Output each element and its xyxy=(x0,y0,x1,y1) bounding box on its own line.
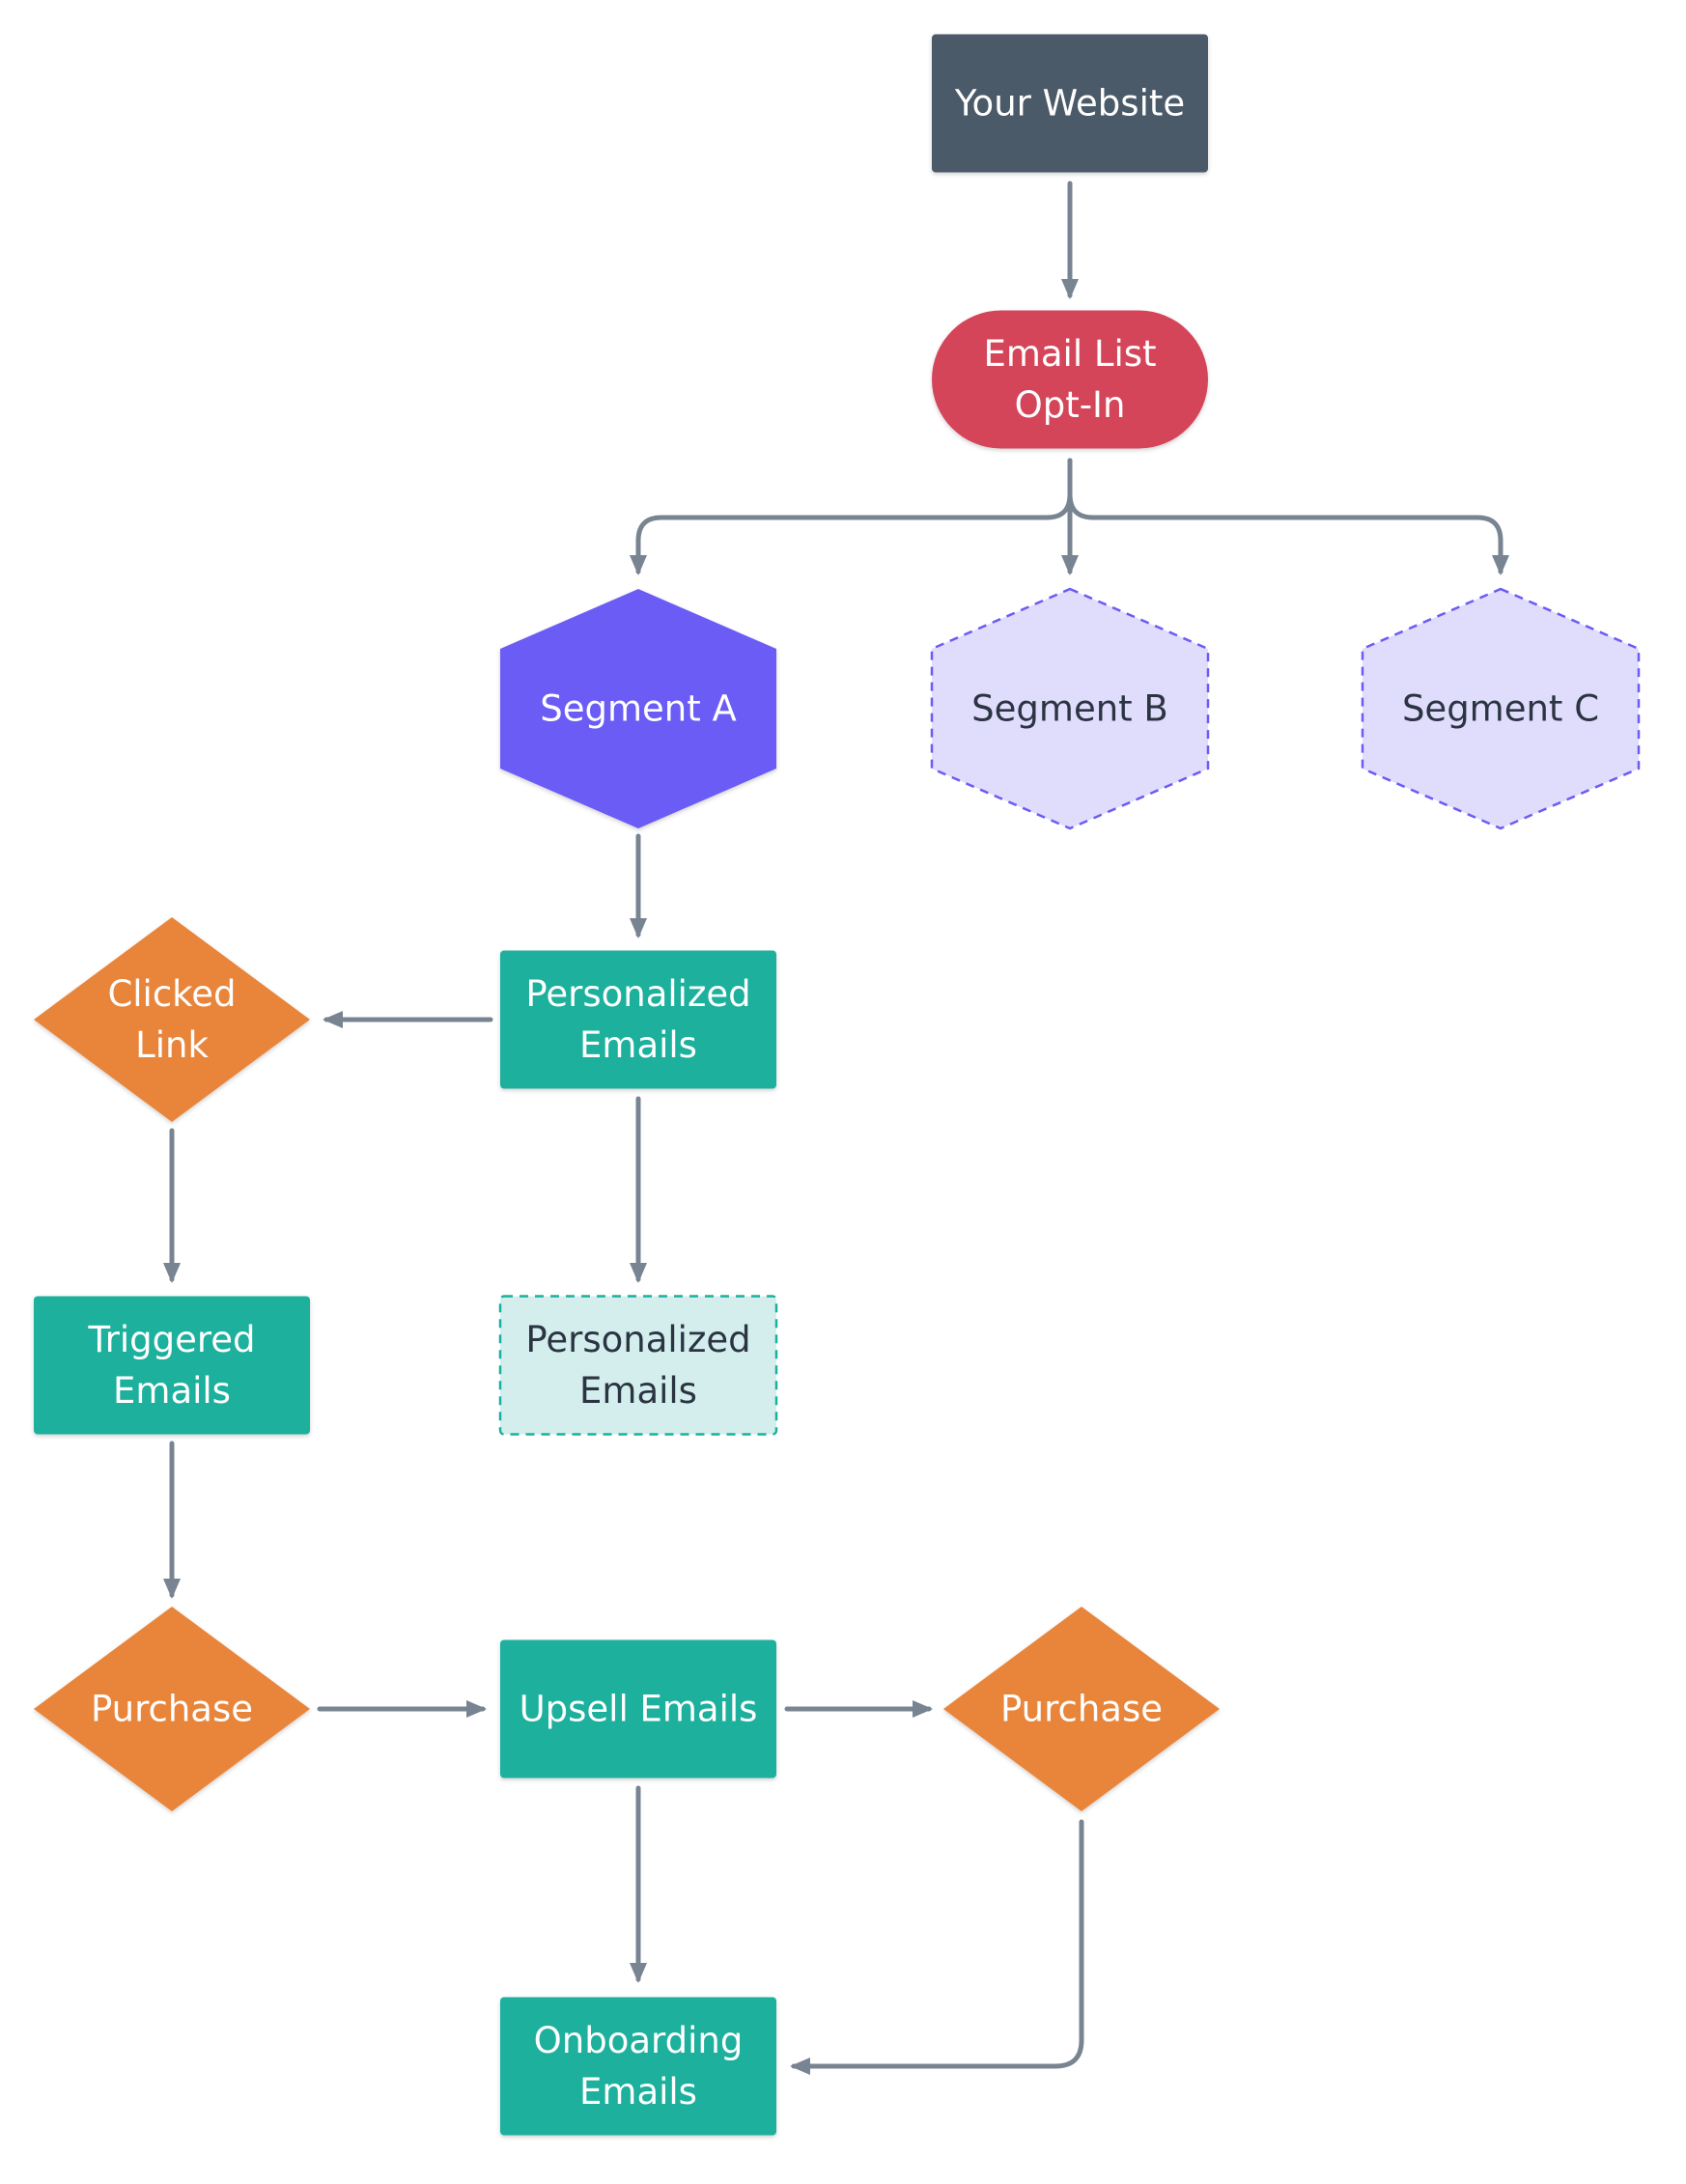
connector-line xyxy=(635,458,1073,574)
rect-shape xyxy=(498,1295,778,1436)
connector-upsell-emails-to-onboarding-emails xyxy=(630,1785,647,1983)
diamond-shape xyxy=(943,1607,1220,1811)
node-label: Purchase xyxy=(91,1689,253,1730)
hexagon-shape xyxy=(1361,587,1641,830)
arrowhead-icon xyxy=(630,1963,647,1983)
arrowhead-icon xyxy=(913,1700,933,1718)
rect-shape xyxy=(932,34,1208,173)
node-your-website: Your Website xyxy=(932,34,1208,173)
connector-email-list-opt-in-to-segment-a xyxy=(630,458,1073,575)
rect-shape xyxy=(500,1997,776,2136)
node-label: Segment A xyxy=(540,688,737,730)
node-label: Onboarding xyxy=(534,2020,744,2061)
connector-personalized-emails-to-personalized-emails-2 xyxy=(630,1096,647,1283)
node-label: Emails xyxy=(579,1024,697,1066)
node-label: Link xyxy=(135,1024,209,1066)
connector-upsell-emails-to-purchase-right xyxy=(784,1700,933,1718)
node-label: Opt-In xyxy=(1015,384,1126,426)
connector-line xyxy=(1067,458,1503,574)
node-label: Email List xyxy=(983,333,1156,375)
node-label: Triggered xyxy=(87,1319,255,1360)
arrowhead-icon xyxy=(630,1263,647,1283)
node-label: Emails xyxy=(113,1370,231,1412)
arrowhead-icon xyxy=(790,2058,810,2075)
rect-shape xyxy=(34,1296,310,1435)
connector-your-website-to-email-list-opt-in xyxy=(1061,181,1079,299)
connector-clicked-link-to-triggered-emails xyxy=(163,1128,181,1283)
arrowhead-icon xyxy=(323,1011,343,1028)
node-label: Personalized xyxy=(525,973,750,1015)
node-segment-c: Segment C xyxy=(1361,587,1641,830)
connector-segment-a-to-personalized-emails xyxy=(630,833,647,938)
hexagon-shape xyxy=(500,589,776,828)
arrowhead-icon xyxy=(163,1263,181,1283)
node-label: Purchase xyxy=(1000,1689,1163,1730)
node-label: Emails xyxy=(579,2071,697,2113)
connector-triggered-emails-to-purchase-left xyxy=(163,1441,181,1599)
connectors xyxy=(163,181,1509,2075)
node-segment-b: Segment B xyxy=(930,587,1210,830)
arrowhead-icon xyxy=(163,1579,181,1599)
node-label: Your Website xyxy=(954,83,1185,125)
node-purchase-left: Purchase xyxy=(34,1607,310,1811)
node-segment-a: Segment A xyxy=(500,589,776,828)
node-label: Segment C xyxy=(1402,688,1599,730)
arrowhead-icon xyxy=(630,555,647,575)
pill-shape xyxy=(932,310,1208,449)
connector-personalized-emails-to-clicked-link xyxy=(323,1011,493,1028)
arrowhead-icon xyxy=(630,918,647,938)
connector-email-list-opt-in-to-segment-c xyxy=(1067,458,1509,575)
diamond-shape xyxy=(34,1607,310,1811)
connector-purchase-right-to-onboarding-emails xyxy=(790,1819,1084,2075)
node-label: Personalized xyxy=(525,1319,750,1360)
rect-shape xyxy=(500,950,776,1089)
rect-shape xyxy=(500,1639,776,1778)
node-label: Clicked xyxy=(107,973,236,1015)
arrowhead-icon xyxy=(466,1700,487,1718)
arrowhead-icon xyxy=(1061,279,1079,299)
arrowhead-icon xyxy=(1061,555,1079,575)
node-label: Segment B xyxy=(971,688,1168,730)
connector-purchase-left-to-upsell-emails xyxy=(317,1700,487,1718)
node-label: Upsell Emails xyxy=(520,1689,758,1730)
diamond-shape xyxy=(34,917,310,1122)
hexagon-shape xyxy=(930,587,1210,830)
arrowhead-icon xyxy=(1492,555,1509,575)
node-purchase-right: Purchase xyxy=(943,1607,1220,1811)
node-label: Emails xyxy=(579,1370,697,1412)
node-upsell-emails: Upsell Emails xyxy=(500,1639,776,1778)
connector-line xyxy=(791,1819,1084,2069)
